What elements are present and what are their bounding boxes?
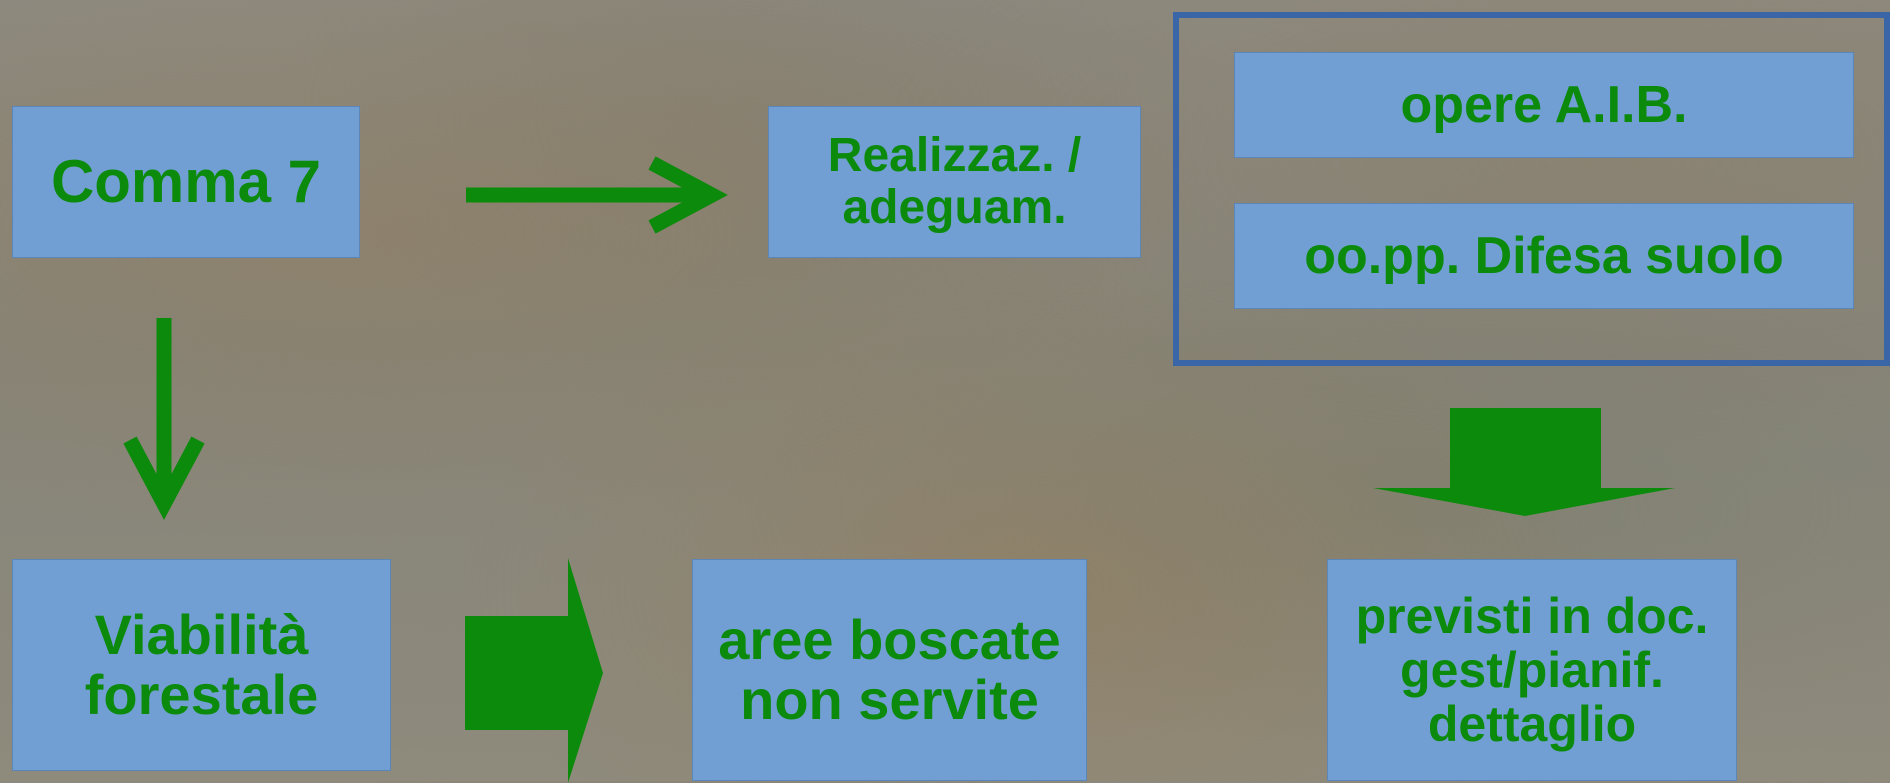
node-opere-aib: opere A.I.B. bbox=[1234, 52, 1854, 158]
node-aree-line-1: aree boscate bbox=[718, 607, 1061, 671]
block-arrow-down-to-previsti bbox=[1373, 408, 1675, 516]
node-realizzaz-line-2: adeguam. bbox=[842, 181, 1067, 234]
node-aree-line-2: non servite bbox=[740, 668, 1039, 731]
node-difesa-suolo: oo.pp. Difesa suolo bbox=[1234, 203, 1854, 309]
node-previsti: previsti in doc. gest/pianif. dettaglio bbox=[1327, 559, 1737, 781]
node-viabilita-forestale: Viabilità forestale bbox=[12, 559, 391, 771]
node-previsti-line-3: dettaglio bbox=[1427, 696, 1637, 752]
node-comma-7-label: Comma 7 bbox=[50, 147, 322, 215]
node-realizzaz: Realizzaz. / adeguam. bbox=[768, 106, 1141, 258]
node-realizzaz-line-1: Realizzaz. / bbox=[827, 129, 1082, 183]
node-viabilita-line-2: forestale bbox=[84, 663, 319, 726]
node-comma-7: Comma 7 bbox=[12, 106, 360, 258]
node-viabilita-line-1: Viabilità bbox=[94, 602, 309, 666]
node-previsti-line-2: gest/pianif. bbox=[1400, 642, 1664, 698]
arrow-right-to-realizzaz bbox=[466, 156, 728, 234]
node-difesa-suolo-label: oo.pp. Difesa suolo bbox=[1304, 226, 1784, 285]
node-previsti-line-1: previsti in doc. bbox=[1355, 588, 1709, 644]
node-aree-boscate: aree boscate non servite bbox=[692, 559, 1087, 781]
group-frame bbox=[1173, 12, 1890, 366]
block-arrow-right-to-aree bbox=[465, 558, 603, 783]
node-opere-aib-label: opere A.I.B. bbox=[1400, 75, 1688, 134]
arrow-down-to-viabilita bbox=[123, 318, 205, 520]
